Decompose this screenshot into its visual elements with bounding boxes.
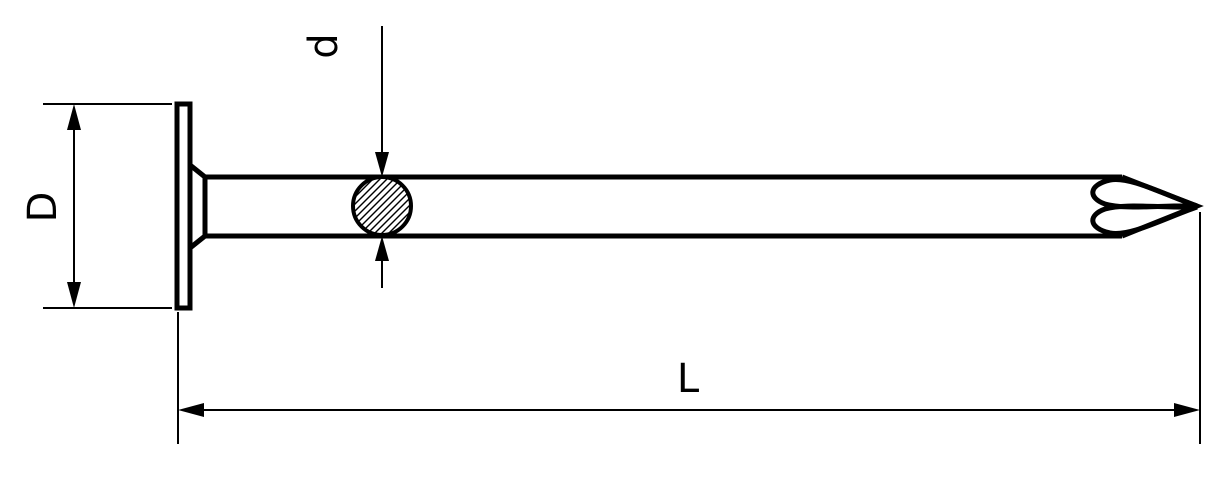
cross-section-hatching — [353, 177, 411, 235]
point-facet-upper — [1090, 176, 1198, 210]
length-label: L — [677, 356, 700, 402]
head-diameter-dimension: D — [20, 103, 172, 309]
head-fillet — [188, 163, 208, 250]
length-dimension: L — [177, 212, 1201, 444]
point-facet-lower — [1090, 203, 1198, 237]
head-diameter-label: D — [20, 192, 66, 223]
shank-diameter-dimension: d — [301, 26, 389, 288]
nail-head — [174, 101, 193, 311]
shank-diameter-label: d — [301, 33, 347, 58]
